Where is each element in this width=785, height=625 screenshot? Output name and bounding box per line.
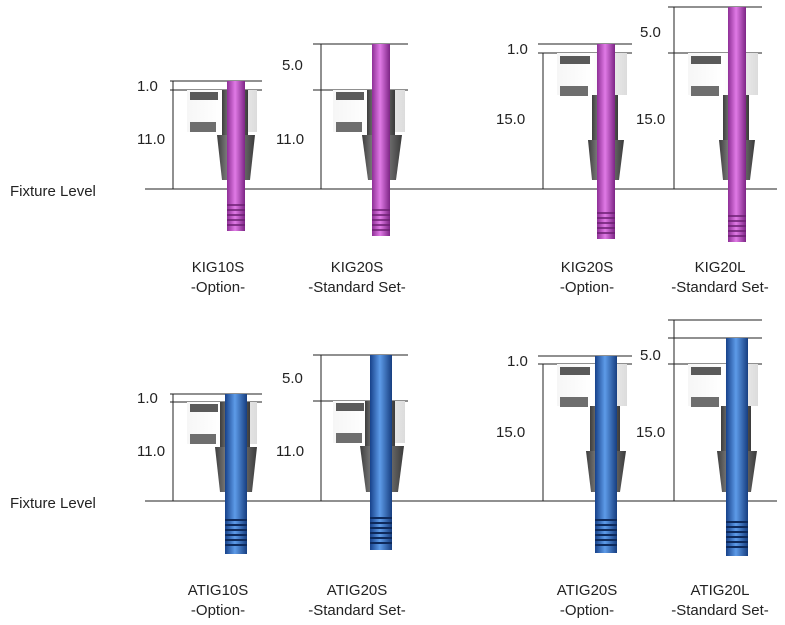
row-2: Fixture Level 1.0 11.0 ATIG10S -Option- — [10, 319, 777, 619]
dimension-side: 11.0 — [137, 443, 165, 460]
dimension-top: 5.0 — [640, 24, 661, 41]
set-label: -Option- — [191, 602, 245, 619]
coping-image — [557, 44, 627, 239]
coping-image — [557, 356, 627, 553]
dimension-top: 5.0 — [640, 347, 661, 364]
dimension-side: 15.0 — [636, 424, 665, 441]
dimension-top: 1.0 — [137, 78, 158, 95]
model-name: ATIG20S — [557, 582, 618, 599]
coping-item: 5.0 11.0 ATIG20S -Standard Set- — [276, 354, 408, 619]
model-name: KIG10S — [192, 259, 245, 276]
set-label: -Standard Set- — [308, 279, 406, 296]
model-name: ATIG20L — [691, 582, 750, 599]
coping-item: 1.0 15.0 KIG20S -Option- — [496, 41, 632, 296]
coping-image — [688, 338, 758, 556]
set-label: -Standard Set- — [671, 602, 769, 619]
model-name: KIG20S — [331, 259, 384, 276]
dimension-side: 11.0 — [137, 131, 165, 148]
coping-item: 1.0 15.0 ATIG20S -Option- — [496, 353, 632, 619]
coping-item: 1.0 11.0 ATIG10S -Option- — [137, 390, 262, 619]
row-1: Fixture Level 1.0 11.0 KIG10S -Option- — [10, 6, 777, 296]
fixture-level-label: Fixture Level — [10, 495, 96, 512]
coping-item: 1.0 11.0 KIG10S -Option- — [137, 78, 262, 296]
fixture-level-label: Fixture Level — [10, 183, 96, 200]
dimension-side: 11.0 — [276, 131, 304, 148]
coping-image — [333, 355, 405, 550]
set-label: -Standard Set- — [308, 602, 406, 619]
dimension-top: 1.0 — [507, 41, 528, 58]
coping-item: 5.0 15.0 ATIG20L -Standard Set- — [636, 319, 769, 619]
set-label: -Option- — [560, 279, 614, 296]
dimension-side: 15.0 — [636, 111, 665, 128]
set-label: -Standard Set- — [671, 279, 769, 296]
set-label: -Option- — [191, 279, 245, 296]
dimension-top: 1.0 — [137, 390, 158, 407]
model-name: ATIG20S — [327, 582, 388, 599]
coping-image — [333, 44, 405, 236]
dimension-top: 1.0 — [507, 353, 528, 370]
coping-image — [187, 81, 257, 231]
coping-item: 5.0 15.0 KIG20L -Standard Set- — [636, 6, 769, 296]
dimension-side: 15.0 — [496, 424, 525, 441]
dimension-top: 5.0 — [282, 370, 303, 387]
coping-image — [187, 394, 257, 554]
set-label: -Option- — [560, 602, 614, 619]
coping-image — [688, 7, 758, 242]
model-name: ATIG10S — [188, 582, 249, 599]
dimension-side: 11.0 — [276, 443, 304, 460]
model-name: KIG20S — [561, 259, 614, 276]
dimension-top: 5.0 — [282, 57, 303, 74]
model-name: KIG20L — [695, 259, 746, 276]
coping-item: 5.0 11.0 KIG20S -Standard Set- — [276, 43, 408, 296]
dimension-side: 15.0 — [496, 111, 525, 128]
